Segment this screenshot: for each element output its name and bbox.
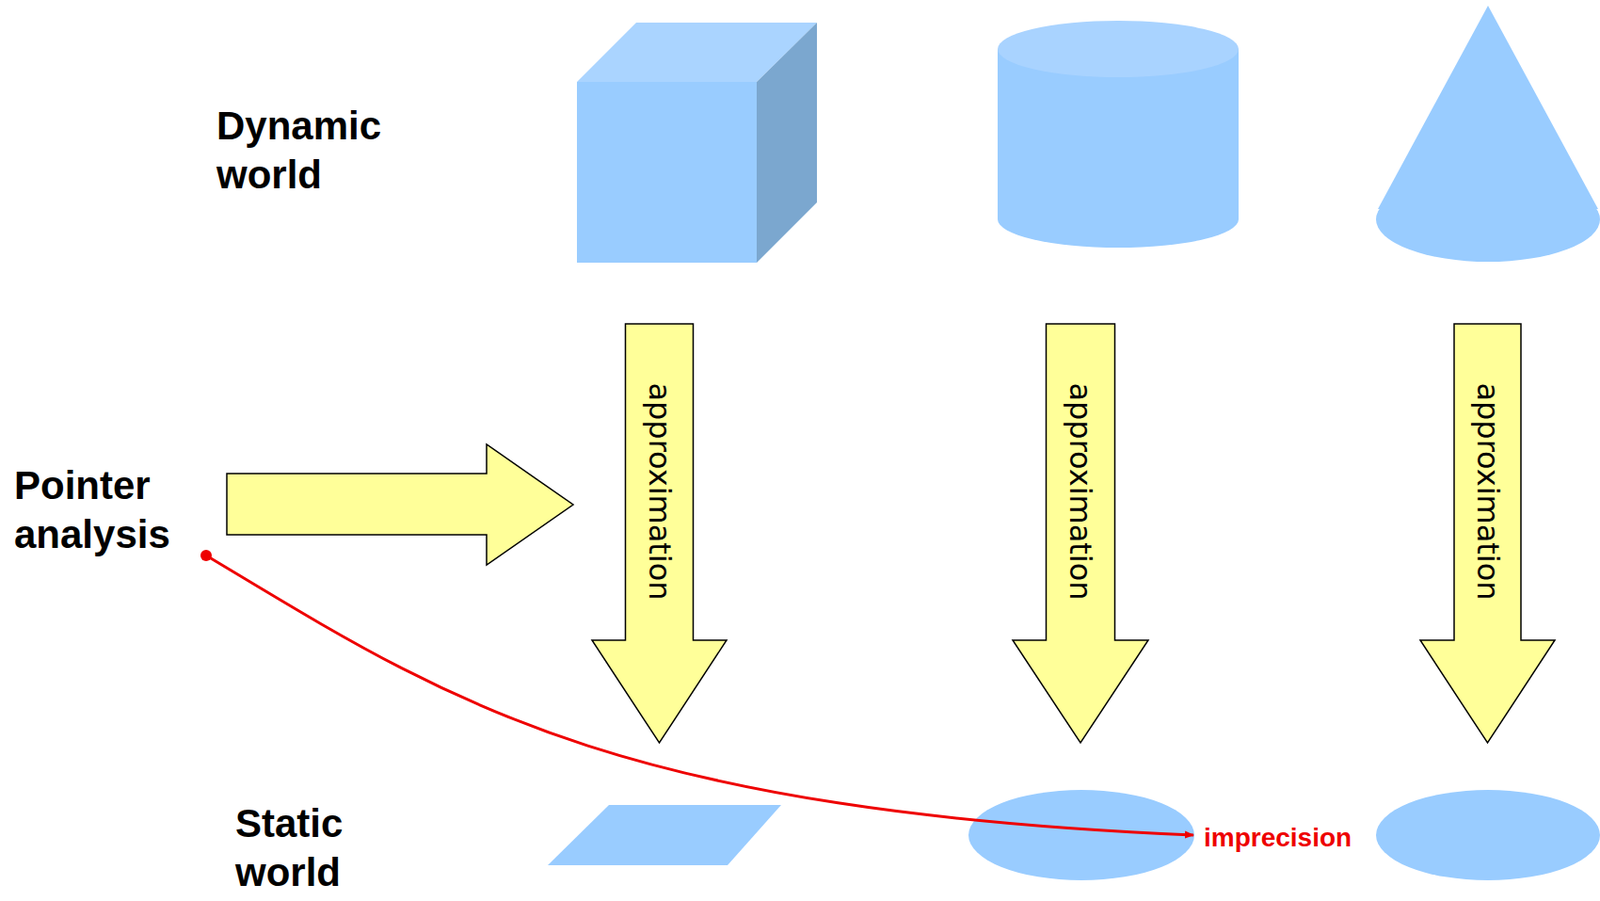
arrow-label: approximation (1470, 382, 1506, 600)
parallelogram (547, 804, 782, 865)
arrow-outline (1012, 323, 1149, 743)
ellipse (1376, 789, 1600, 880)
arrow-label: approximation (641, 382, 678, 600)
down-arrow: approximation (1012, 323, 1149, 743)
arrow-outline (592, 323, 727, 743)
imprecision-label: imprecision (1203, 821, 1352, 854)
analysis-label: Pointer analysis (14, 461, 171, 560)
world-label: Dynamic world (216, 101, 382, 200)
world-label: Static world (235, 799, 343, 897)
down-arrow: approximation (592, 323, 727, 743)
cube (576, 22, 817, 263)
leader-curve (206, 555, 1194, 835)
pointer-arrow (226, 444, 574, 565)
down-arrow: approximation (1420, 323, 1555, 743)
arrow-label: approximation (1062, 382, 1099, 600)
ellipse (968, 789, 1195, 880)
arrow-outline (1420, 323, 1555, 743)
cylinder (997, 20, 1239, 248)
cone (1376, 5, 1600, 262)
